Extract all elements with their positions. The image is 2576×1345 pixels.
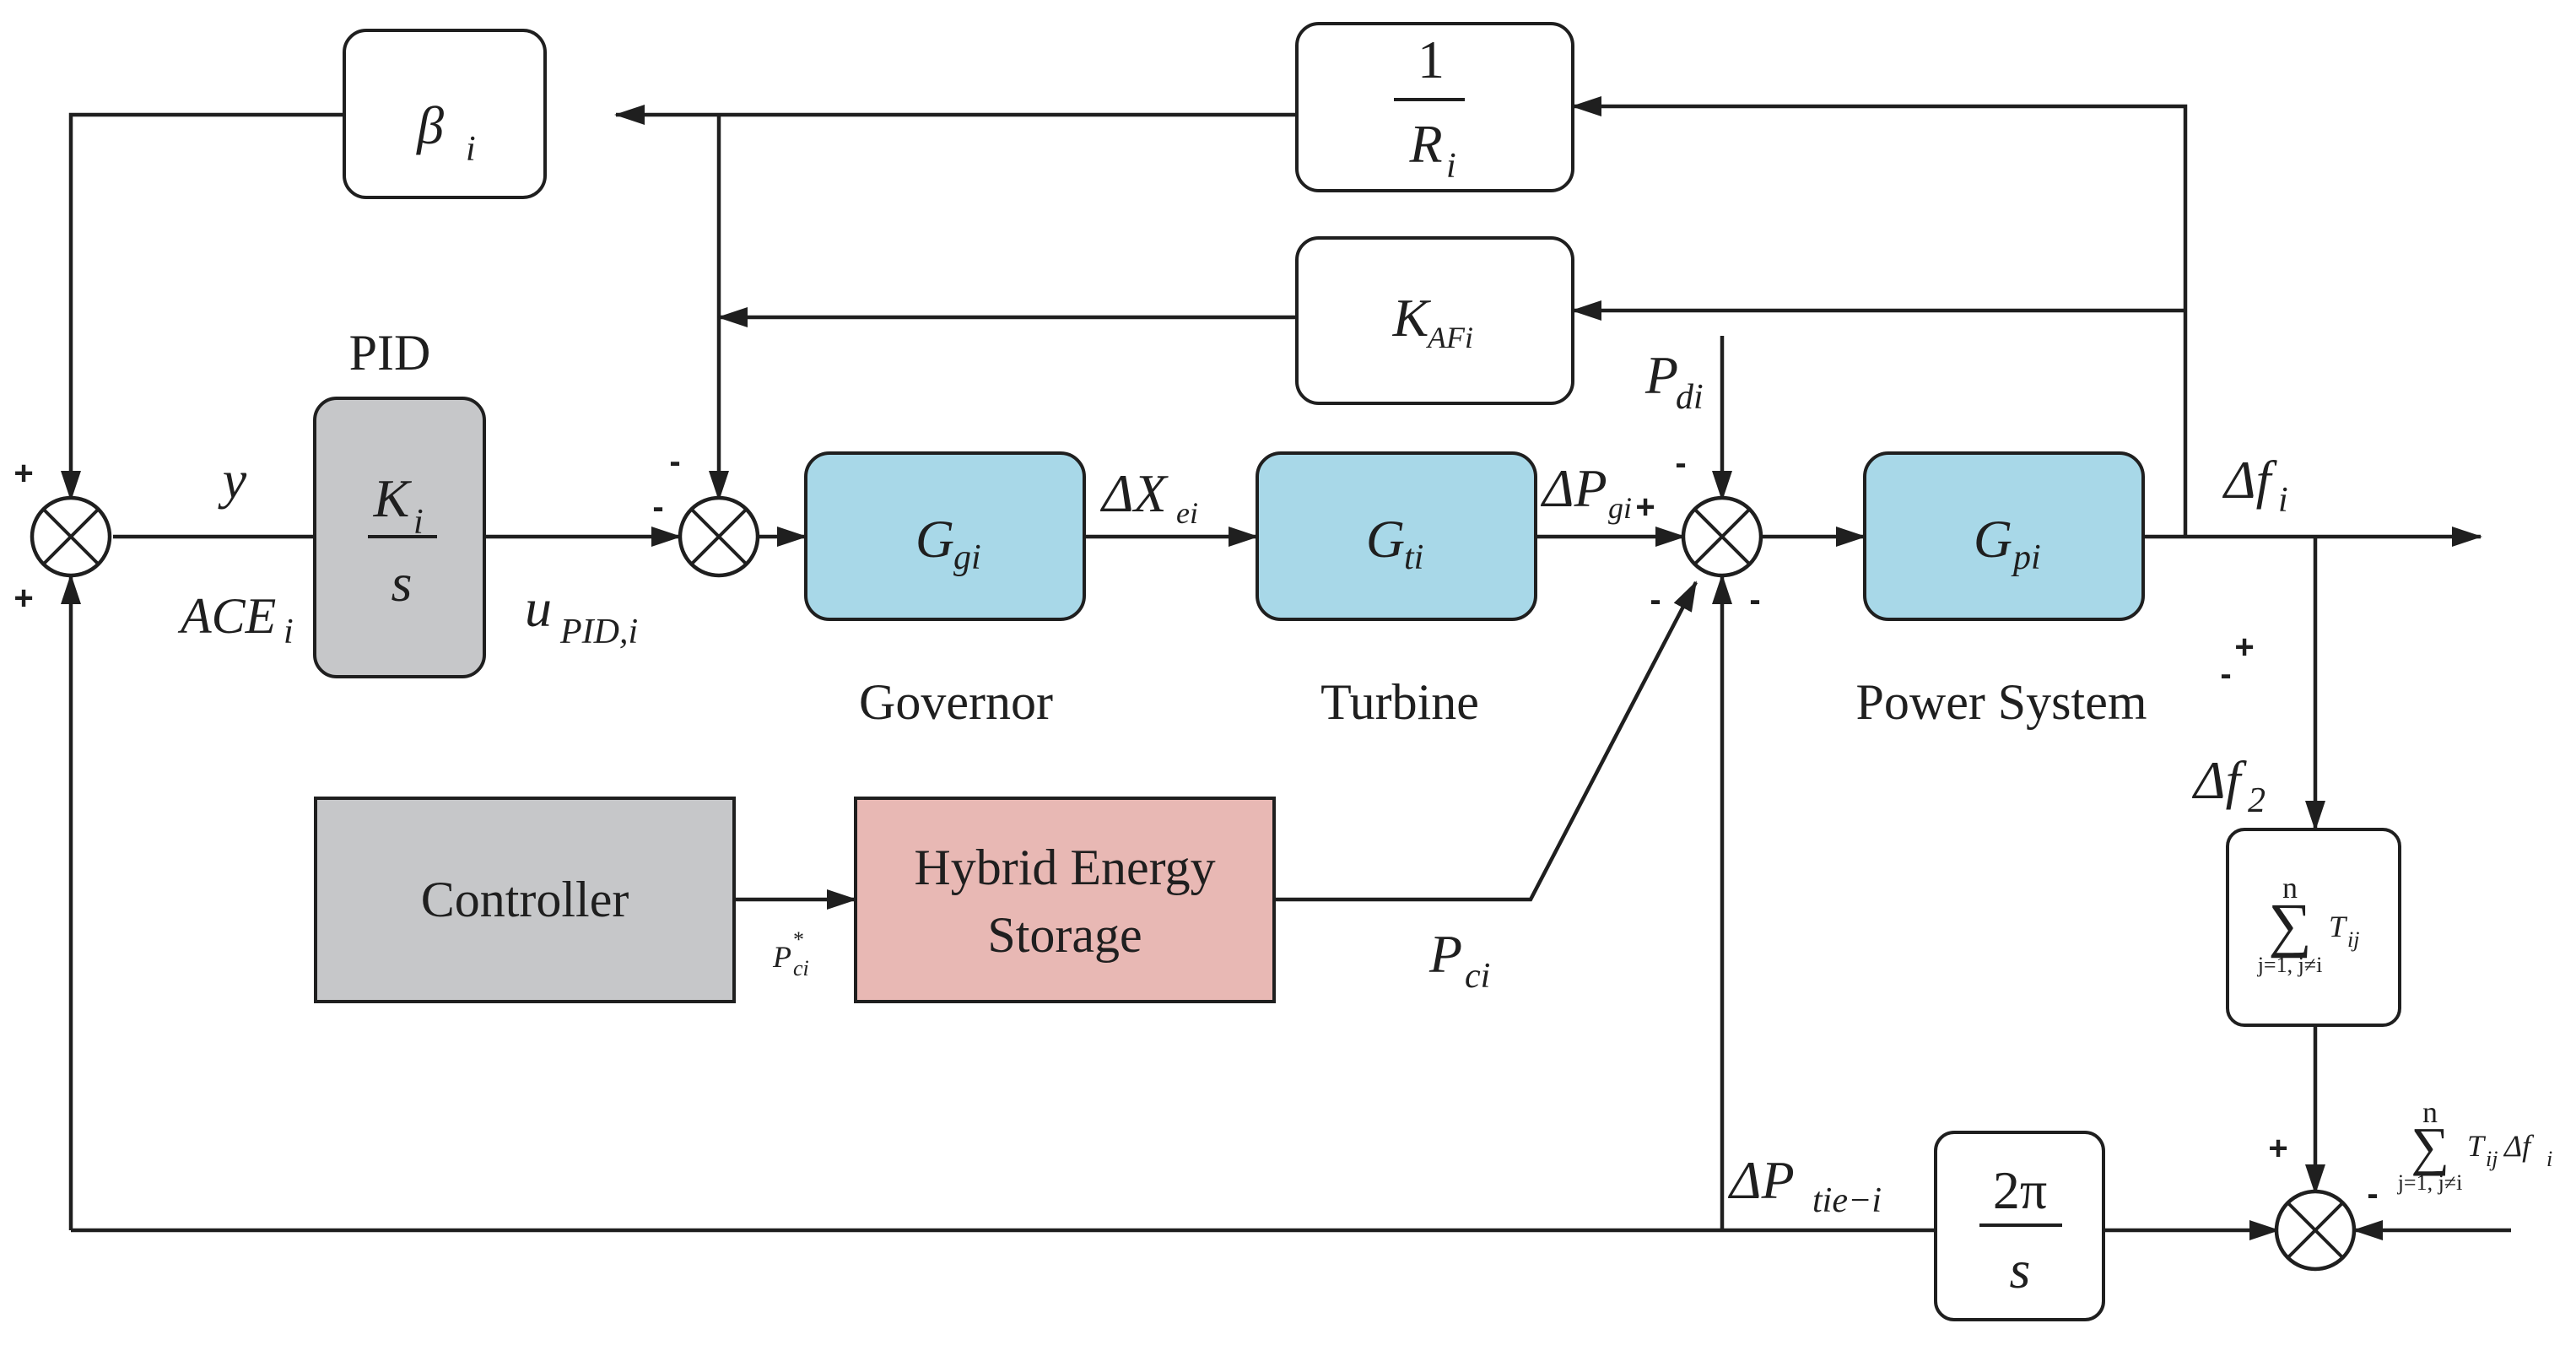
signal-delta-pg: ΔP <box>1540 458 1607 518</box>
signal-ace: ACE <box>177 588 276 644</box>
wire-beta-to-sum1 <box>61 112 344 501</box>
sign-controller-top: - <box>669 443 680 480</box>
signal-ace-subscript: i <box>284 613 294 651</box>
summing-junction-ace <box>30 495 112 578</box>
signal-frequency-deviation-2: Δf <box>2191 750 2248 810</box>
hybrid-energy-storage-line-1: Hybrid Energy <box>914 840 1215 895</box>
turbine-block: G ti Turbine <box>1256 451 1537 730</box>
integrator-2pi-block: 2π s <box>1934 1131 2105 1321</box>
external-sum-term: T <box>2467 1129 2487 1163</box>
sign-ace-bottom: + <box>14 580 33 617</box>
sign-power-bottom-left: - <box>1650 581 1661 618</box>
pid-block: PID K i s <box>313 325 486 678</box>
controller-block: Controller <box>314 797 736 1003</box>
tie-line-sum-block: n ∑ j=1, j≠i T ij <box>2226 828 2401 1027</box>
summing-junction-controller <box>678 495 760 578</box>
governor-symbol: G <box>915 509 954 569</box>
kafi-symbol: K <box>1392 288 1432 348</box>
beta-symbol: β <box>415 95 444 155</box>
tie-sum-upper-limit: n <box>2282 871 2298 905</box>
signal-tie-power: ΔP <box>1727 1150 1795 1210</box>
droop-numerator: 1 <box>1418 30 1445 89</box>
power-system-symbol: G <box>1974 509 2012 569</box>
signal-frequency-deviation-2-subscript: 2 <box>2248 781 2265 820</box>
external-sum-upper-limit: n <box>2422 1095 2438 1129</box>
signal-delta-pg-subscript: gi <box>1608 491 1632 525</box>
tie-sum-lower-limit: j=1, j≠i <box>2257 953 2323 977</box>
droop-denominator-subscript: i <box>1446 147 1456 186</box>
governor-block: G gi Governor <box>804 451 1086 730</box>
hybrid-energy-storage-line-2: Storage <box>987 907 1142 963</box>
pid-denominator: s <box>392 553 413 613</box>
signal-pc-subscript: ci <box>1465 957 1490 996</box>
droop-denominator: R <box>1408 114 1442 174</box>
turbine-label: Turbine <box>1320 674 1479 730</box>
signal-pc: P <box>1428 924 1462 984</box>
beta-subscript: i <box>466 130 476 169</box>
tie-sum-sigma: ∑ <box>2268 891 2311 959</box>
signal-y: y <box>218 450 247 510</box>
sign-tie-top: + <box>2268 1130 2287 1167</box>
external-sum-frequency-subscript: i <box>2546 1147 2552 1171</box>
pid-numerator: K <box>373 468 413 528</box>
power-system-block: G pi Power System <box>1856 451 2147 730</box>
summing-junction-power <box>1681 495 1763 578</box>
sign-tie-right: - <box>2367 1175 2378 1213</box>
droop-1-over-r-block: 1 R i <box>1295 22 1574 192</box>
sign-branch-plus: + <box>2234 629 2254 666</box>
signal-pc-star-superscript: * <box>793 927 804 952</box>
signal-delta-x-subscript: ei <box>1176 496 1198 530</box>
hybrid-energy-storage-block: Hybrid Energy Storage <box>854 797 1276 1003</box>
tie-sum-term: T <box>2329 910 2348 943</box>
tie-sum-term-subscript: ij <box>2347 927 2359 952</box>
power-system-label: Power System <box>1856 674 2147 730</box>
pid-title: PID <box>349 325 431 381</box>
sign-branch-minus: - <box>2220 656 2231 693</box>
signal-pc-star: P <box>772 940 791 974</box>
signal-load-disturbance: P <box>1644 345 1678 405</box>
turbine-subscript: ti <box>1404 538 1423 577</box>
kafi-subscript: AFi <box>1426 321 1473 354</box>
power-system-subscript: pi <box>2011 538 2041 577</box>
signal-upid: u <box>525 578 552 638</box>
external-sum-lower-limit: j=1, j≠i <box>2397 1170 2463 1195</box>
integrator-numerator: 2π <box>1993 1160 2047 1220</box>
kafi-block: K AFi <box>1295 236 1574 405</box>
external-sum-term-subscript: ij <box>2486 1147 2498 1171</box>
sign-controller-left: - <box>652 489 663 526</box>
signal-frequency-deviation-subscript: i <box>2278 481 2288 520</box>
wire-frequency-to-droop <box>1571 96 2188 537</box>
controller-label: Controller <box>421 872 629 927</box>
beta-block: β i <box>343 29 547 199</box>
summing-junction-tie-line <box>2274 1189 2357 1272</box>
external-sum-frequency: Δf <box>2503 1129 2535 1163</box>
sign-power-left: + <box>1635 489 1655 526</box>
signal-pc-star-subscript: ci <box>793 956 809 980</box>
junction-signs: + + - - + - - - + - + - <box>14 443 2378 1213</box>
sign-ace-top: + <box>14 455 33 492</box>
external-sum-sigma: ∑ <box>2411 1116 2449 1176</box>
turbine-symbol: G <box>1366 509 1405 569</box>
signal-wires <box>61 96 2511 1240</box>
governor-label: Governor <box>859 674 1053 730</box>
signal-labels: y ACE i u PID,i ΔX ei ΔP gi P di Δf i Δf… <box>177 345 2552 1220</box>
signal-tie-power-subscript: tie−i <box>1812 1181 1882 1220</box>
signal-delta-x: ΔX <box>1099 463 1169 523</box>
governor-subscript: gi <box>953 538 981 577</box>
sign-power-top: - <box>1675 445 1686 482</box>
pid-numerator-subscript: i <box>413 503 424 542</box>
integrator-denominator: s <box>2010 1240 2031 1299</box>
signal-frequency-deviation: Δf <box>2222 450 2278 510</box>
signal-upid-subscript: PID,i <box>559 613 638 651</box>
wire-storage-to-sum3 <box>1274 581 1698 902</box>
sign-power-bottom-right: - <box>1749 581 1760 618</box>
signal-load-disturbance-subscript: di <box>1676 378 1704 417</box>
